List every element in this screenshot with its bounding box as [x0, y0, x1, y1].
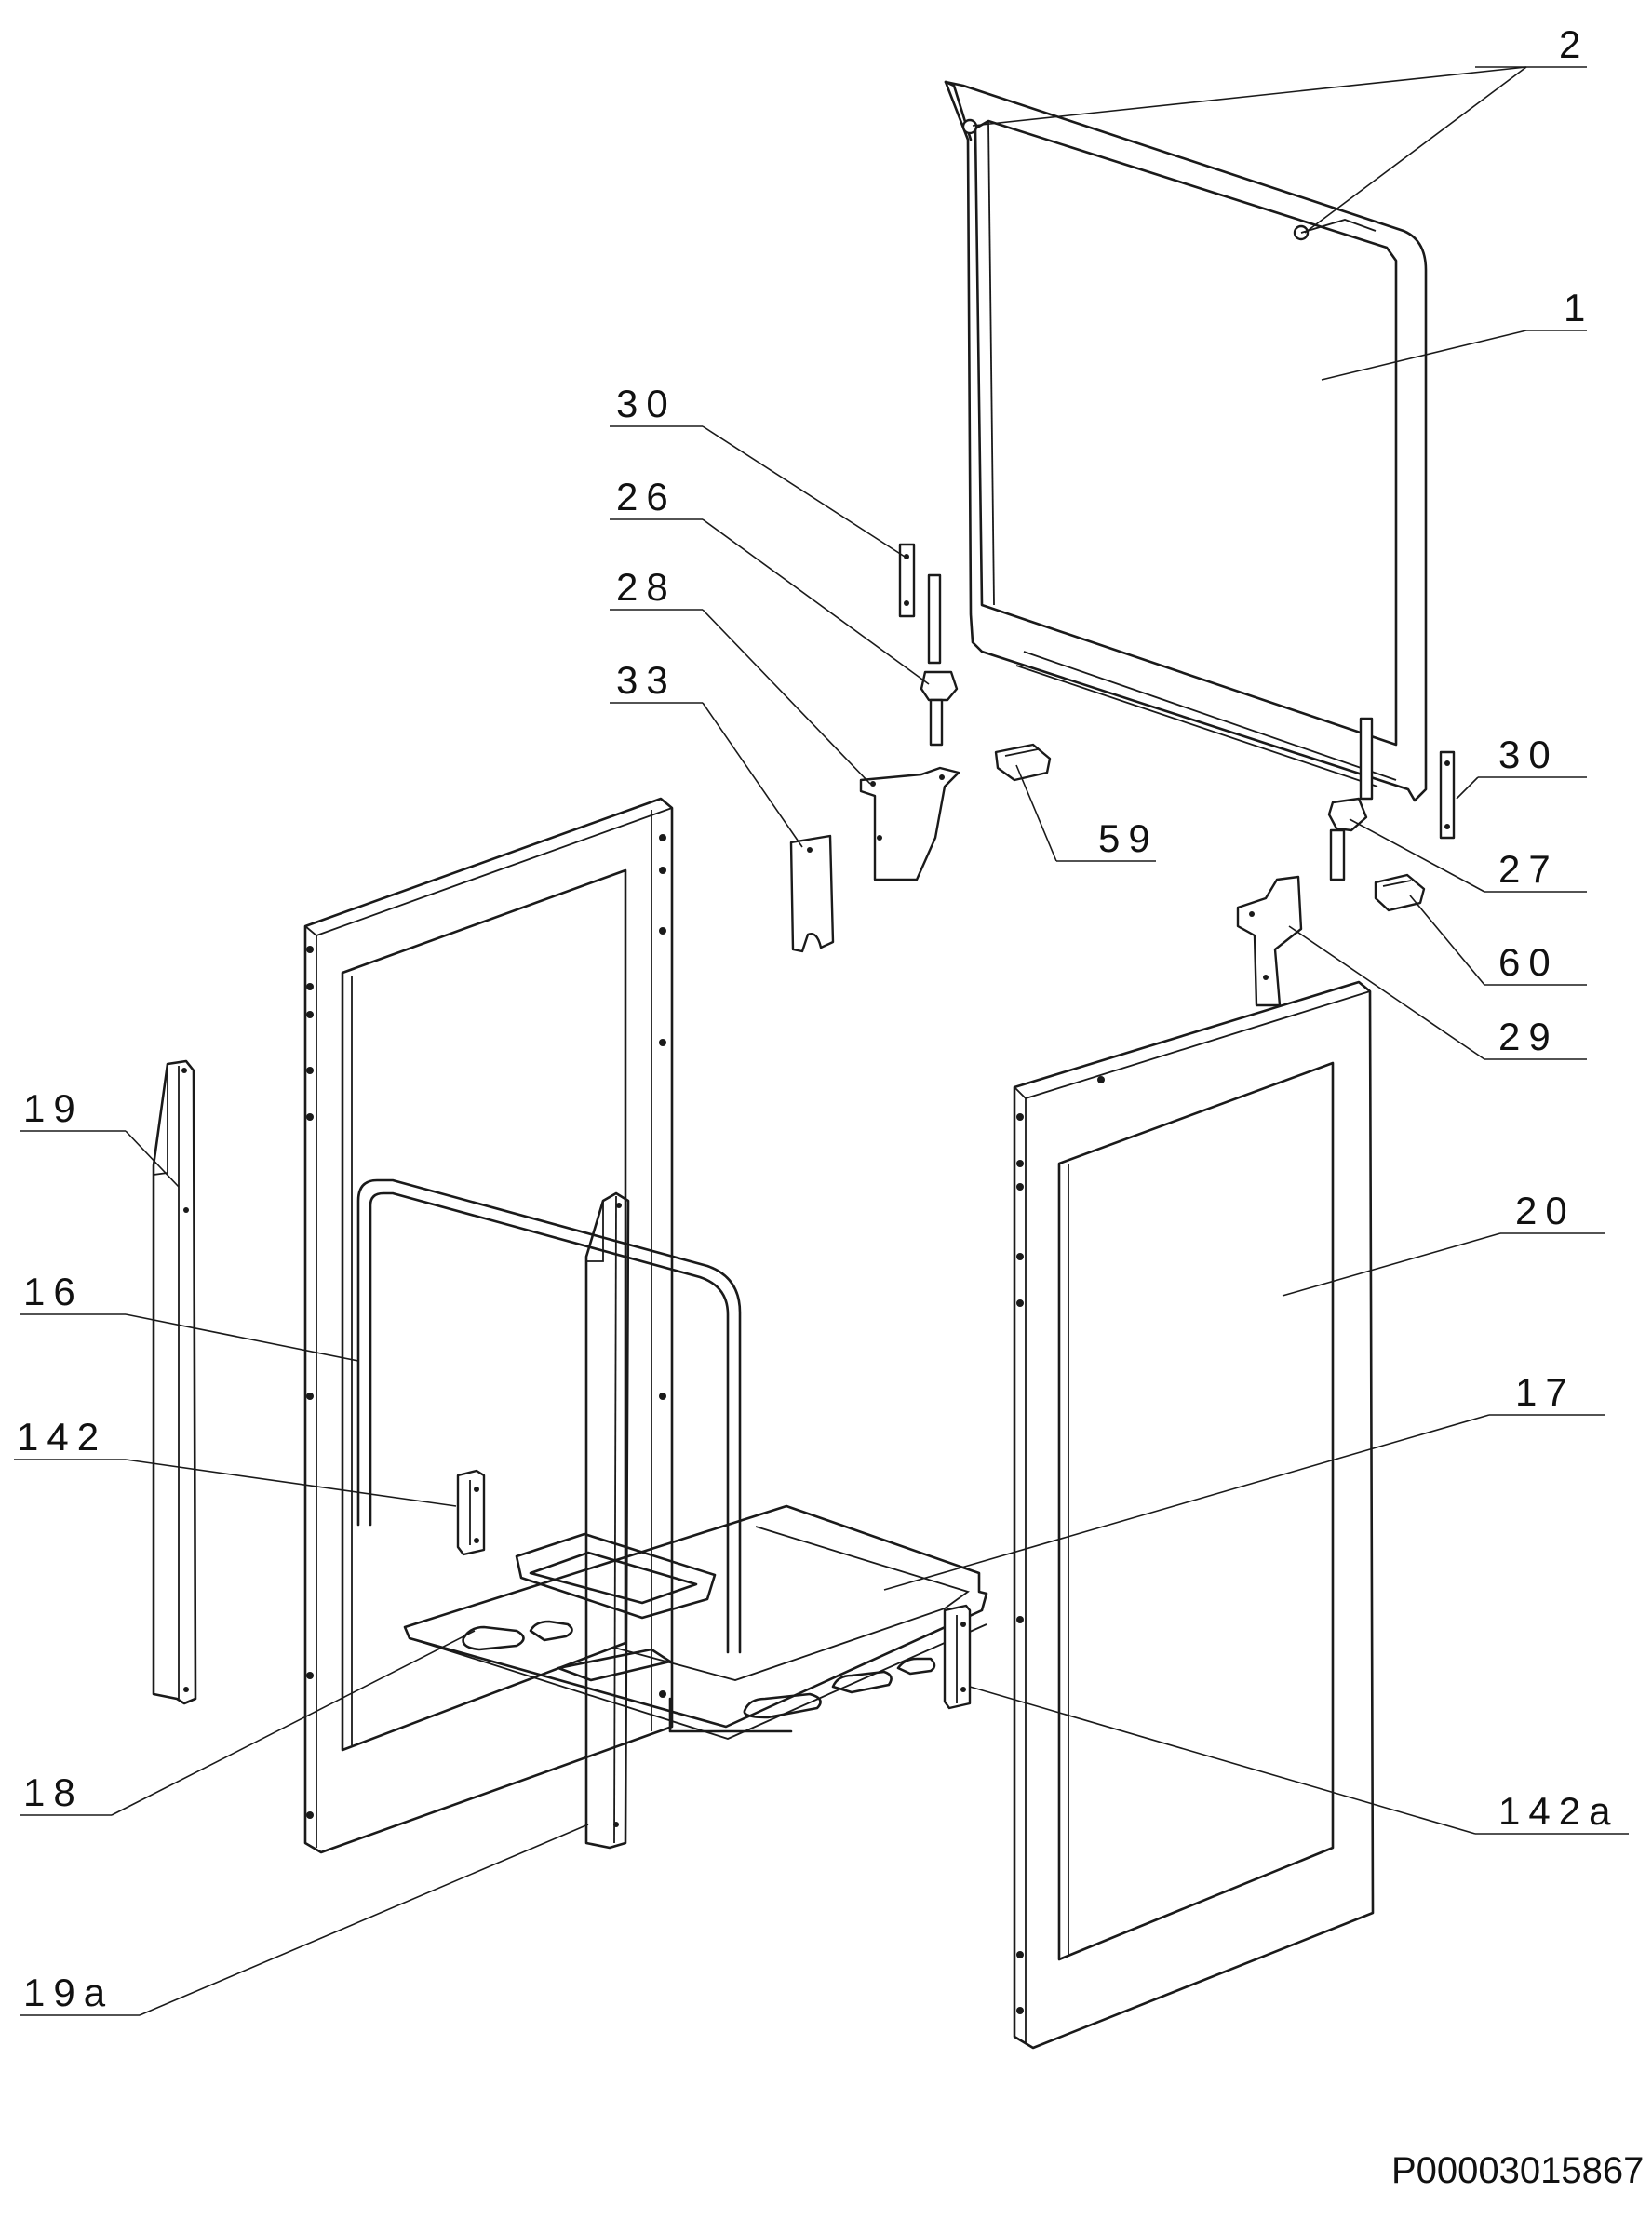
callout-27: 27	[1498, 847, 1559, 891]
part-17-base-plate	[403, 1504, 988, 1740]
callout-26: 26	[616, 475, 677, 518]
drawing-reference-number: P00003015867	[1391, 2150, 1644, 2191]
part-26-left-hinge	[920, 573, 959, 747]
part-1-top-frame	[944, 80, 1428, 802]
callout-16: 16	[23, 1270, 84, 1313]
callout-142a: 142a	[1498, 1789, 1618, 1833]
callout-59: 59	[1098, 816, 1159, 860]
part-19a-front-strip	[584, 1191, 630, 1850]
callout-30-left: 30	[616, 382, 677, 425]
callout-30-right: 30	[1498, 733, 1559, 776]
callout-29: 29	[1498, 1015, 1559, 1058]
callout-142: 142	[17, 1415, 107, 1459]
callout-18: 18	[23, 1770, 84, 1814]
part-28-left-bracket	[859, 766, 960, 881]
part-29-right-bracket	[1236, 875, 1303, 1007]
callout-1: 1	[1564, 286, 1593, 330]
callout-60: 60	[1498, 940, 1559, 984]
part-left-side-panel	[303, 797, 674, 1854]
part-60-clip	[1374, 873, 1426, 912]
part-20-right-side-panel	[1013, 980, 1375, 2050]
leader-lines	[14, 66, 1629, 2016]
callout-28: 28	[616, 565, 677, 609]
part-142-bracket	[456, 1469, 486, 1556]
part-19-left-strip	[152, 1059, 197, 1705]
part-27-right-hinge	[1327, 717, 1374, 881]
callout-33: 33	[616, 658, 677, 702]
callout-19: 19	[23, 1086, 84, 1130]
callout-labels: 2 1 30 26 28 33 59 30 27 60 29 19 20 16 …	[17, 22, 1618, 2014]
part-33-plate	[789, 834, 835, 953]
part-59-clip	[994, 743, 1052, 782]
callout-20: 20	[1515, 1189, 1576, 1232]
part-30-left-strip	[898, 543, 916, 618]
callout-2: 2	[1559, 22, 1589, 66]
part-142a-bracket	[943, 1604, 972, 1710]
callout-17: 17	[1515, 1370, 1576, 1414]
callout-19a: 19a	[23, 1971, 114, 2014]
part-30-right-strip	[1439, 750, 1456, 840]
part-16-tube-frame	[356, 1178, 742, 1654]
